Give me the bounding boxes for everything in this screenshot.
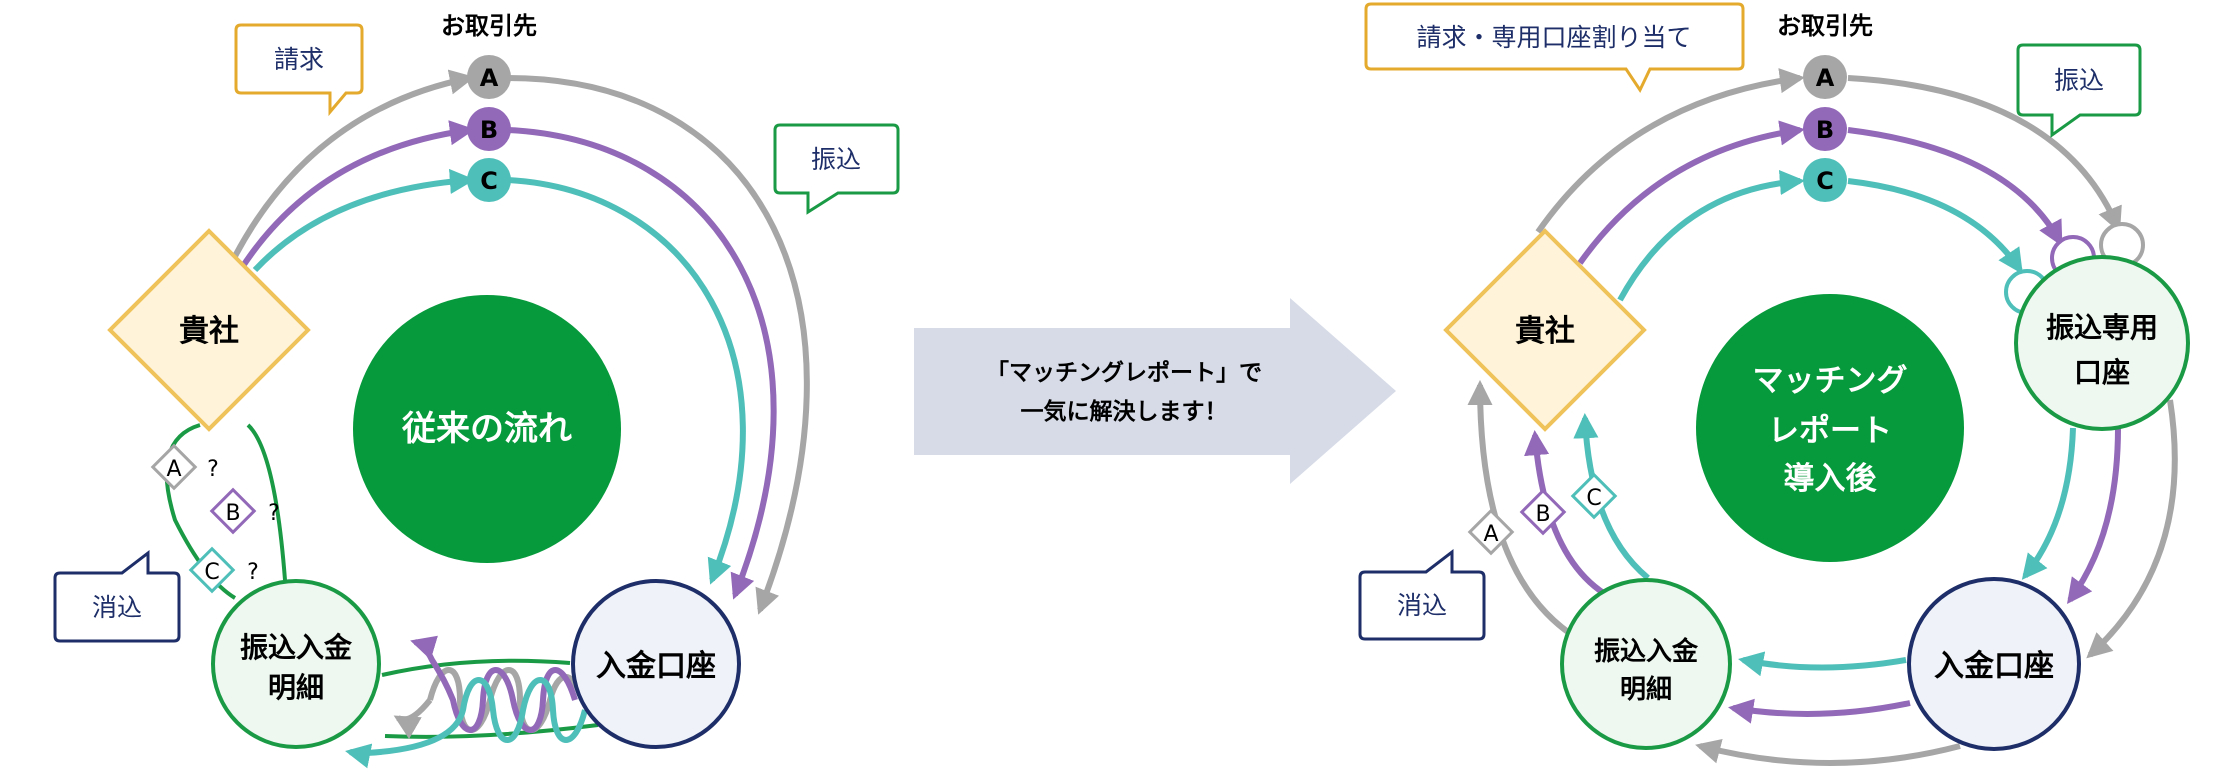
deposit-account-node-left: [571, 579, 741, 749]
svg-text:C: C: [1586, 486, 1601, 511]
transition-text-2: 一気に解決します！: [1021, 398, 1228, 425]
bubble-reconcile-right: 消込: [1358, 548, 1486, 641]
arc-r-statement-to-company-teal: [1573, 412, 1650, 581]
bubble-invoice-right: 請求・専用口座割り当て: [1364, 2, 1745, 94]
svg-text:B: B: [1535, 502, 1550, 527]
center-circle-right: [1696, 294, 1964, 562]
svg-text:請求・専用口座割り当て: 請求・専用口座割り当て: [1416, 23, 1691, 52]
client-c-node-left: [467, 158, 511, 202]
client-a-node-left: [467, 55, 511, 99]
svg-text:振込: 振込: [2054, 66, 2104, 95]
svg-text:C: C: [204, 560, 219, 585]
connector-account-statement-bottom: [384, 723, 599, 739]
coil-teal: [345, 677, 588, 769]
arc-r-client-a-to-dedicated: [1847, 75, 2122, 233]
arc-r-statement-to-company-purple: [1524, 429, 1612, 600]
client-b-node-right: [1803, 107, 1847, 151]
bubble-invoice-left: 請求: [234, 23, 364, 117]
statement-node-left: [211, 579, 381, 749]
client-c-label-right: C: [1816, 167, 1834, 195]
svg-text:?: ?: [247, 560, 259, 585]
arc-r-account-to-statement-gray: [1695, 738, 1961, 766]
deposit-account-label-left: 入金口座: [596, 649, 716, 684]
unknown-tag-a: A ?: [150, 443, 219, 491]
svg-text:A: A: [1483, 522, 1498, 547]
client-a-label-left: A: [480, 64, 499, 92]
dedicated-account-label-2: 口座: [2074, 356, 2130, 389]
deposit-account-node-right: [1907, 577, 2081, 751]
dedicated-account-label-1: 振込専用: [2046, 311, 2158, 344]
arc-client-c-to-account: [507, 177, 746, 585]
tag-a-right: A: [1467, 508, 1515, 556]
unknown-tag-b: B ?: [209, 487, 280, 535]
transition-text-1: 「マッチングレポート」で: [986, 359, 1262, 386]
transition-arrow: 「マッチングレポート」で 一気に解決します！: [914, 298, 1396, 484]
arc-r-company-to-client-b: [1577, 120, 1805, 265]
svg-text:請求: 請求: [274, 45, 324, 74]
connector-company-statement-right: [246, 423, 287, 581]
right-diagram: マッチング レポート 導入後 振込専用 口座 入金口座 振込入金 明細 貴社 お…: [1358, 2, 2190, 766]
bubble-reconcile-left: 消込: [53, 549, 181, 643]
center-circle-left: [353, 295, 621, 563]
arc-r-dedicated-to-account-purple: [2067, 427, 2121, 605]
arc-r-company-to-client-c: [1617, 169, 1806, 302]
clients-label-left: お取引先: [441, 12, 537, 40]
deposit-account-label-right: 入金口座: [1934, 649, 2054, 684]
company-label-left: 貴社: [179, 314, 239, 349]
center-label-right-2: レポート: [1768, 413, 1892, 449]
arc-client-b-to-account: [507, 127, 777, 600]
client-b-node-left: [467, 107, 511, 151]
arc-r-dedicated-to-account-teal: [2021, 427, 2076, 580]
arc-r-statement-to-company-gray: [1467, 379, 1582, 643]
client-a-node-right: [1803, 55, 1847, 99]
arc-r-account-to-statement-teal: [1738, 651, 1907, 677]
client-b-label-right: B: [1816, 116, 1834, 144]
center-label-right-3: 導入後: [1784, 461, 1878, 497]
statement-label-right-1: 振込入金: [1594, 636, 1699, 667]
statement-label-left-1: 振込入金: [240, 631, 353, 664]
arc-client-a-to-account: [507, 75, 810, 615]
arc-r-client-c-to-dedicated: [1847, 178, 2023, 275]
client-c-label-left: C: [480, 167, 498, 195]
clients-label-right: お取引先: [1777, 12, 1873, 40]
bubble-transfer-right: 振込: [2016, 43, 2142, 138]
client-c-node-right: [1803, 158, 1847, 202]
dedicated-account-node: [2014, 255, 2190, 431]
svg-text:振込: 振込: [811, 145, 861, 174]
center-label-left: 従来の流れ: [401, 409, 572, 449]
center-label-right-1: マッチング: [1753, 363, 1908, 399]
svg-text:A: A: [166, 457, 181, 482]
svg-text:?: ?: [268, 501, 280, 526]
tag-c-right: C: [1570, 472, 1618, 520]
svg-text:消込: 消込: [1397, 591, 1447, 620]
arc-r-dedicated-to-account-gray: [2086, 399, 2178, 659]
client-b-label-left: B: [480, 116, 498, 144]
arc-company-to-client-a: [229, 69, 475, 264]
arc-r-account-to-statement-purple: [1728, 698, 1911, 724]
tag-b-right: B: [1519, 488, 1567, 536]
unknown-tag-c: C ?: [188, 546, 259, 594]
svg-text:?: ?: [207, 457, 219, 482]
company-label-right: 貴社: [1515, 314, 1575, 349]
statement-label-left-2: 明細: [268, 671, 324, 704]
company-node-right: [1443, 228, 1647, 432]
arc-company-to-client-c: [252, 168, 476, 273]
statement-node-right: [1560, 578, 1732, 750]
statement-label-right-2: 明細: [1620, 675, 1672, 705]
arc-r-client-b-to-dedicated: [1847, 127, 2063, 247]
left-diagram: 従来の流れ 入金口座 振込入金 明細 貴社 お取引先 A B C A ? B ?: [53, 12, 900, 769]
svg-text:B: B: [225, 501, 240, 526]
arc-company-to-client-b: [240, 120, 475, 268]
svg-text:消込: 消込: [92, 593, 142, 622]
connector-account-statement-top: [381, 658, 571, 677]
client-a-label-right: A: [1816, 64, 1835, 92]
company-node-left: [107, 228, 311, 432]
bubble-transfer-left: 振込: [773, 123, 900, 215]
arc-r-company-to-client-a: [1535, 68, 1805, 234]
